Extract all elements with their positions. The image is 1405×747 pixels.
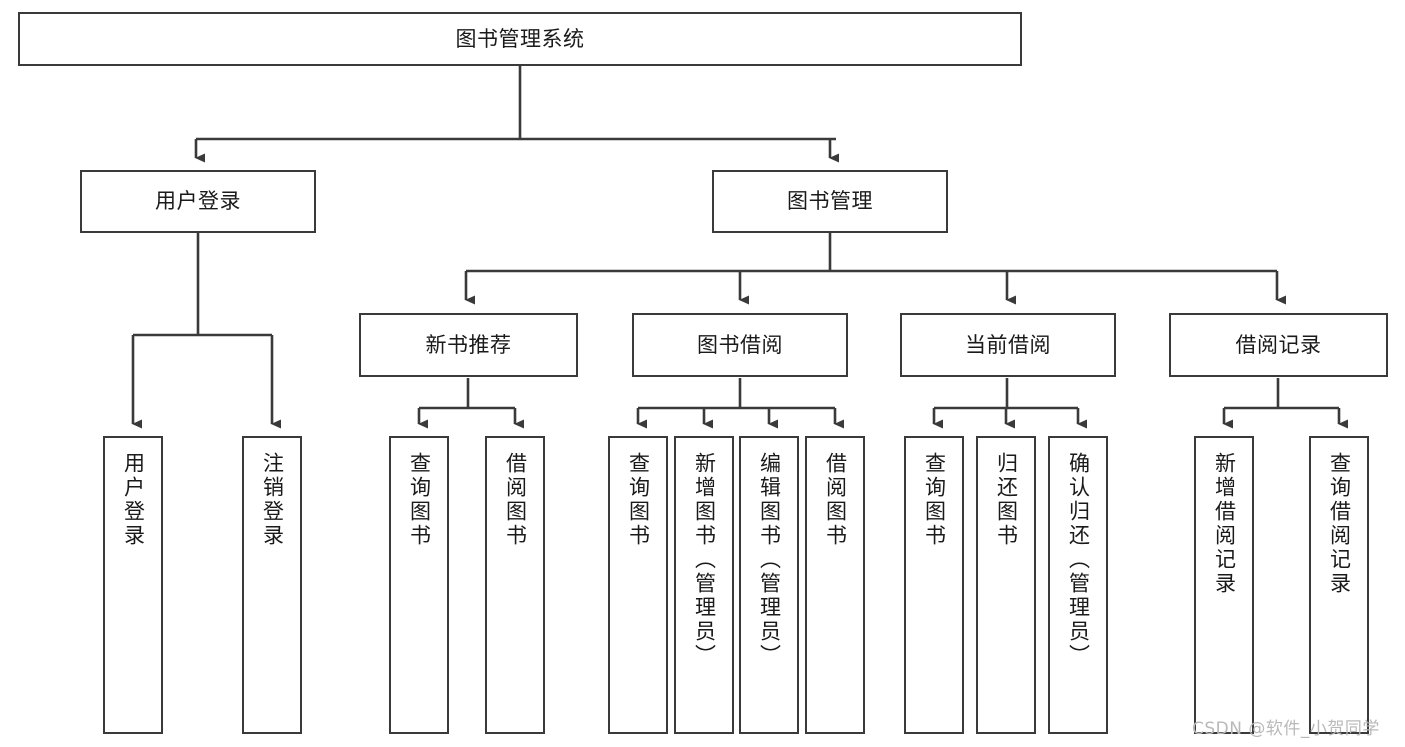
node-borrow-record[interactable]: 借阅记录 — [1169, 313, 1388, 377]
leaf-user-logout-label: 注销登录 — [260, 452, 285, 548]
node-root-label: 图书管理系统 — [455, 26, 585, 51]
leaf-borrow-book-2[interactable]: 借阅图书 — [805, 436, 865, 734]
leaf-add-record-label: 新增借阅记录 — [1212, 452, 1237, 596]
leaf-confirm-return[interactable]: 确认归还（管理员） — [1048, 436, 1108, 734]
node-book-manage-label: 图书管理 — [787, 189, 873, 214]
node-book-borrow[interactable]: 图书借阅 — [632, 313, 848, 377]
leaf-edit-book[interactable]: 编辑图书（管理员） — [739, 436, 799, 734]
leaf-query-record[interactable]: 查询借阅记录 — [1309, 436, 1369, 734]
node-book-borrow-label: 图书借阅 — [697, 332, 783, 357]
watermark-text: CSDN @软件_小贺同学 — [1192, 719, 1380, 739]
node-current-borrow[interactable]: 当前借阅 — [900, 313, 1116, 377]
node-borrow-record-label: 借阅记录 — [1235, 332, 1322, 357]
leaf-return-book-label: 归还图书 — [994, 452, 1019, 548]
leaf-borrow-book-2-label: 借阅图书 — [823, 452, 848, 548]
leaf-add-record[interactable]: 新增借阅记录 — [1194, 436, 1254, 734]
leaf-add-book-label: 新增图书（管理员） — [692, 452, 717, 668]
node-user-login[interactable]: 用户登录 — [80, 170, 316, 233]
leaf-return-book[interactable]: 归还图书 — [976, 436, 1036, 734]
leaf-edit-book-label: 编辑图书（管理员） — [757, 452, 782, 668]
leaf-user-logout[interactable]: 注销登录 — [242, 436, 302, 734]
leaf-add-book[interactable]: 新增图书（管理员） — [674, 436, 734, 734]
node-book-manage[interactable]: 图书管理 — [712, 170, 948, 233]
leaf-query-book-3-label: 查询图书 — [922, 452, 947, 548]
node-new-book-recommend-label: 新书推荐 — [425, 332, 512, 357]
leaf-query-record-label: 查询借阅记录 — [1327, 452, 1352, 596]
leaf-confirm-return-label: 确认归还（管理员） — [1066, 452, 1091, 668]
leaf-user-login[interactable]: 用户登录 — [103, 436, 163, 734]
leaf-query-book-1-label: 查询图书 — [407, 452, 432, 548]
leaf-query-book-2[interactable]: 查询图书 — [608, 436, 668, 734]
leaf-user-login-label: 用户登录 — [121, 452, 146, 548]
leaf-query-book-1[interactable]: 查询图书 — [389, 436, 449, 734]
leaf-query-book-2-label: 查询图书 — [626, 452, 651, 548]
leaf-query-book-3[interactable]: 查询图书 — [904, 436, 964, 734]
node-user-login-label: 用户登录 — [155, 189, 241, 214]
node-root[interactable]: 图书管理系统 — [18, 12, 1022, 66]
leaf-borrow-book-1-label: 借阅图书 — [503, 452, 528, 548]
leaf-borrow-book-1[interactable]: 借阅图书 — [485, 436, 545, 734]
node-current-borrow-label: 当前借阅 — [965, 332, 1051, 357]
node-new-book-recommend[interactable]: 新书推荐 — [359, 313, 578, 377]
